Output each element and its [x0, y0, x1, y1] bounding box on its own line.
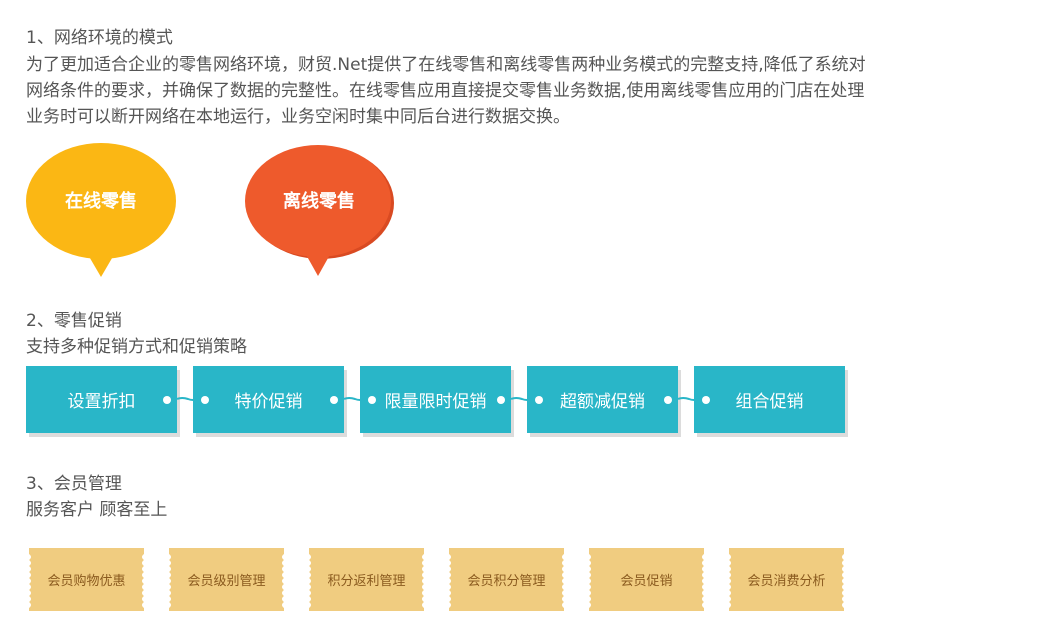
connector-dot — [330, 396, 338, 404]
section-member-title: 3、会员管理 — [26, 474, 122, 494]
ticket-shape — [29, 548, 144, 611]
description-line: 为了更加适合企业的零售网络环境，财贸.Net提供了在线零售和离线零售两种业务模式… — [26, 55, 866, 75]
member-feature-ticket: 会员购物优惠 — [26, 548, 147, 611]
online-retail-label: 在线零售 — [65, 191, 137, 212]
section-promotion-subtitle: 支持多种促销方式和促销策略 — [26, 337, 247, 357]
member-feature-label: 会员消费分析 — [747, 574, 826, 589]
offline-retail-label: 离线零售 — [283, 191, 355, 212]
ticket-shape — [309, 548, 424, 611]
member-feature-ticket: 会员级别管理 — [166, 548, 287, 611]
member-feature-label: 会员积分管理 — [467, 574, 546, 589]
member-feature-label: 会员促销 — [620, 574, 673, 589]
member-feature-ticket: 积分返利管理 — [306, 548, 427, 611]
section-member-subtitle: 服务客户 顾客至上 — [26, 500, 168, 520]
member-feature-ticket: 会员促销 — [586, 548, 707, 611]
connector-line — [678, 397, 700, 401]
ticket-shape — [589, 548, 704, 611]
description-line: 网络条件的要求，并确保了数据的完整性。在线零售应用直接提交零售业务数据,使用离线… — [26, 81, 865, 101]
ticket-shape — [169, 548, 284, 611]
connector-dot — [497, 396, 505, 404]
ticket-shape — [449, 548, 564, 611]
speech-bubble-shape — [26, 143, 176, 277]
connector-line — [511, 397, 533, 401]
online-retail-bubble: 在线零售 — [25, 143, 177, 277]
promo-special-price: 特价促销 — [193, 366, 344, 433]
connector-dot — [201, 396, 209, 404]
member-feature-label: 会员级别管理 — [187, 574, 266, 589]
speech-bubble-shape — [245, 145, 394, 276]
member-feature-label: 会员购物优惠 — [47, 574, 126, 589]
promo-limited-time: 限量限时促销 — [360, 366, 511, 433]
section-mode-description: 为了更加适合企业的零售网络环境，财贸.Net提供了在线零售和离线零售两种业务模式… — [26, 52, 866, 130]
connector-dot — [163, 396, 171, 404]
member-feature-ticket: 会员积分管理 — [446, 548, 567, 611]
promo-discount: 设置折扣 — [26, 366, 177, 433]
member-feature-ticket: 会员消费分析 — [726, 548, 847, 611]
connector-dot — [535, 396, 543, 404]
promo-combination: 组合促销 — [694, 366, 845, 433]
description-line: 业务时可以断开网络在本地运行，业务空闲时集中同后台进行数据交换。 — [26, 107, 570, 127]
offline-retail-bubble: 离线零售 — [243, 143, 395, 276]
connector-dot — [664, 396, 672, 404]
connector-line — [344, 397, 366, 401]
connector-dot — [368, 396, 376, 404]
section-promotion-title: 2、零售促销 — [26, 311, 122, 331]
connector-line — [177, 397, 199, 401]
member-feature-label: 积分返利管理 — [327, 574, 406, 589]
section-mode-title: 1、网络环境的模式 — [26, 28, 173, 48]
promo-over-amount-discount: 超额减促销 — [527, 366, 678, 433]
ticket-shape — [729, 548, 844, 611]
connector-dot — [702, 396, 710, 404]
